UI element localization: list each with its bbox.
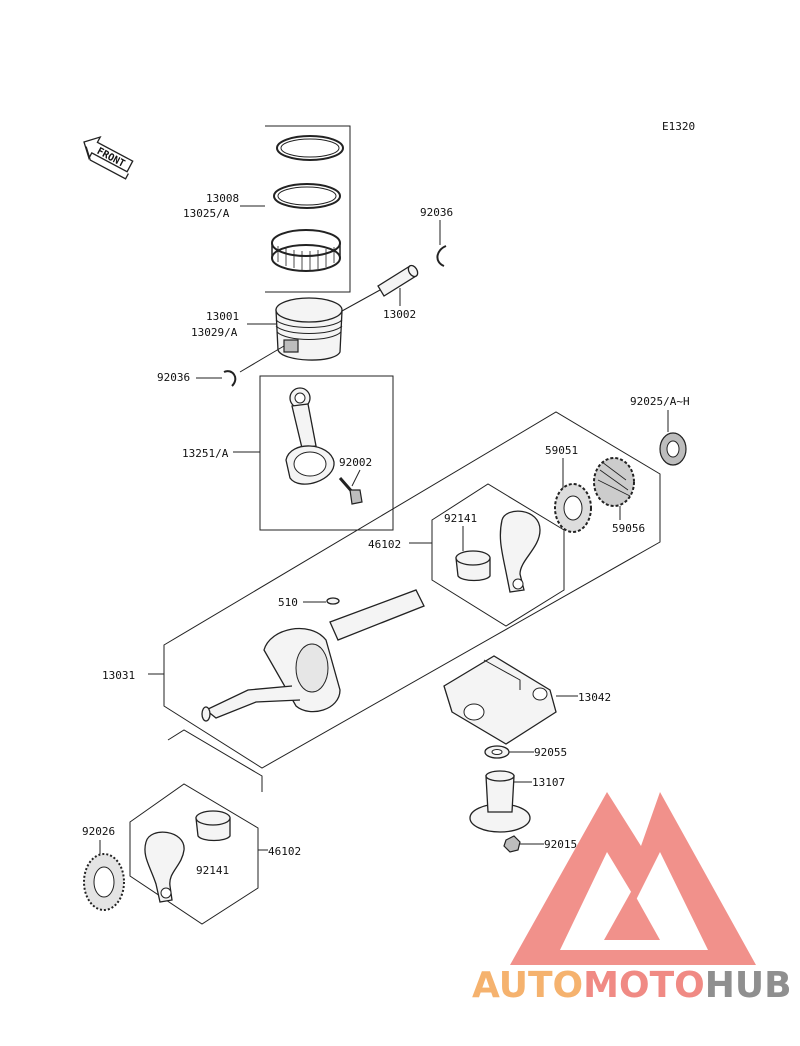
piston-pin-icon	[377, 264, 419, 297]
front-arrow-icon: FRONT	[83, 135, 134, 180]
label-13029: 13029/A	[191, 326, 238, 339]
label-92141-bottom: 92141	[196, 864, 229, 877]
balancer-weight-lower-icon	[144, 831, 185, 903]
rod-bolt-icon	[338, 477, 363, 505]
piston-ring-oil-icon	[271, 229, 341, 272]
label-13025: 13025/A	[183, 207, 230, 220]
label-510: 510	[278, 596, 298, 609]
balancer-weight-icon	[499, 510, 541, 593]
thrust-washer-icon	[659, 432, 687, 466]
watermark-part-auto: AUTO	[472, 965, 583, 1006]
label-92026: 92026	[82, 825, 115, 838]
label-92015: 92015	[544, 838, 577, 851]
piston-ring-top-icon	[276, 135, 344, 161]
label-13001: 13001	[206, 310, 239, 323]
piston-ring-second-icon	[273, 183, 341, 209]
label-46102-top: 46102	[368, 538, 401, 551]
crankshaft-icon	[201, 589, 425, 722]
label-92002: 92002	[339, 456, 372, 469]
circlip-left-icon	[223, 370, 237, 387]
label-92036-top: 92036	[420, 206, 453, 219]
watermark-part-moto: MOTO	[583, 965, 705, 1006]
label-13107: 13107	[532, 776, 565, 789]
connecting-rod-icon	[285, 387, 335, 485]
label-92036-left: 92036	[157, 371, 190, 384]
bearing-sleeve-icon	[455, 550, 491, 582]
piston-icon	[275, 297, 343, 361]
washer-icon	[484, 745, 510, 759]
balancer-gear-icon	[593, 457, 635, 507]
label-13031: 13031	[102, 669, 135, 682]
label-13042: 13042	[578, 691, 611, 704]
label-92055: 92055	[534, 746, 567, 759]
crank-gear-icon	[554, 483, 592, 533]
flanged-shaft-icon	[469, 770, 531, 833]
nut-icon	[503, 835, 521, 853]
diagram-code: E1320	[662, 120, 695, 133]
circlip-icon	[436, 245, 447, 267]
label-92025: 92025/A~H	[630, 395, 690, 408]
thrust-washer-lower-icon	[83, 853, 125, 911]
label-59056: 59056	[612, 522, 645, 535]
label-92141-top: 92141	[444, 512, 477, 525]
watermark-logo	[510, 792, 756, 965]
bearing-sleeve-lower-icon	[195, 810, 231, 842]
watermark-part-hub: HUB	[705, 965, 792, 1006]
woodruff-key-icon	[326, 597, 340, 605]
label-13251: 13251/A	[182, 447, 229, 460]
watermark-text: AUTOMOTOHUB	[472, 965, 792, 1006]
label-46102-bottom: 46102	[268, 845, 301, 858]
label-13008: 13008	[206, 192, 239, 205]
bearing-housing-icon	[443, 655, 557, 745]
label-13002: 13002	[383, 308, 416, 321]
label-59051: 59051	[545, 444, 578, 457]
